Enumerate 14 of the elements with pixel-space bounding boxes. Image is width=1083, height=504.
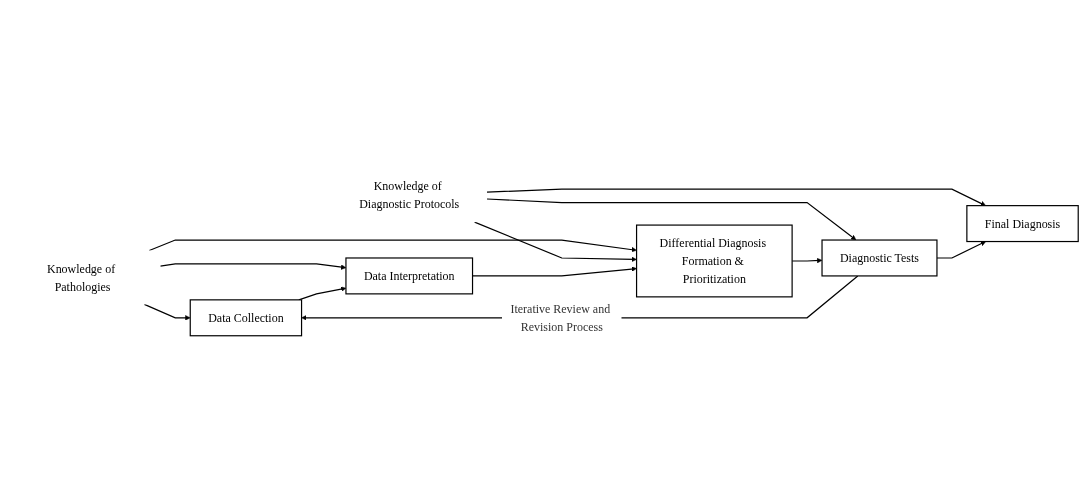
edge-label: Iterative Review and Revision Process bbox=[510, 302, 611, 334]
arrow bbox=[148, 239, 637, 253]
node-box: Diagnostic Tests bbox=[821, 239, 938, 277]
node-box: Differential Diagnosis Formation & Prioritization bbox=[635, 224, 793, 298]
arrow bbox=[143, 303, 191, 321]
node-text: Knowledge of Pathologies bbox=[47, 261, 116, 293]
node-box: Data Interpretation bbox=[345, 257, 474, 295]
node-box: Final Diagnosis bbox=[966, 205, 1079, 243]
arrow bbox=[486, 198, 857, 241]
node-box: Data Collection bbox=[189, 299, 303, 337]
arrow bbox=[936, 241, 986, 259]
node-text: Knowledge of Diagnostic Protocols bbox=[359, 179, 460, 211]
arrow bbox=[474, 221, 637, 262]
arrow bbox=[486, 188, 986, 206]
